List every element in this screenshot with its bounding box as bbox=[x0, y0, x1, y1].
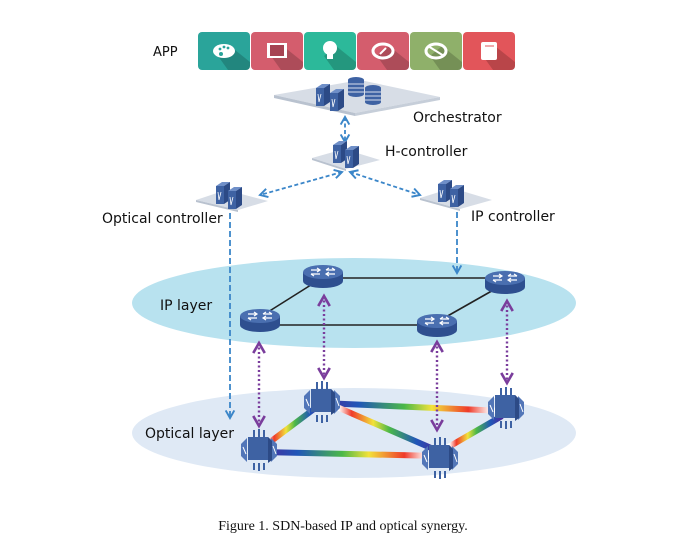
orchestrator-node bbox=[274, 77, 440, 116]
app-tile-film bbox=[251, 32, 303, 70]
hcontroller-ip-link bbox=[348, 169, 422, 198]
notebook-icon bbox=[481, 42, 497, 60]
server-icon bbox=[344, 145, 360, 169]
optical-layer-label: Optical layer bbox=[145, 426, 234, 442]
optical-link bbox=[443, 413, 504, 452]
app-tile-lightbulb bbox=[304, 32, 356, 70]
router-icon bbox=[302, 264, 344, 289]
ip-layer-label: IP layer bbox=[160, 298, 212, 314]
app-tiles bbox=[198, 32, 515, 70]
lightbulb-icon bbox=[323, 41, 337, 59]
optical-link bbox=[261, 449, 441, 459]
app-tile-no-compass bbox=[410, 32, 462, 70]
router-icon bbox=[239, 308, 281, 333]
server-icon bbox=[215, 181, 231, 205]
server-icon bbox=[315, 83, 331, 107]
cross-layer-arrows bbox=[252, 293, 514, 433]
server-icon bbox=[437, 179, 453, 203]
server-icon bbox=[332, 140, 348, 164]
router-icon bbox=[484, 270, 526, 295]
ip-controller-label: IP controller bbox=[471, 209, 555, 225]
server-icon bbox=[449, 184, 465, 208]
figure-caption: Figure 1. SDN-based IP and optical syner… bbox=[218, 519, 468, 534]
optical-link bbox=[328, 401, 440, 454]
hcontroller-optical-link bbox=[258, 168, 344, 199]
server-icon bbox=[227, 186, 243, 210]
database-icon bbox=[348, 77, 381, 105]
h-controller-label: H-controller bbox=[385, 144, 468, 160]
app-tile-compass bbox=[357, 32, 409, 70]
optical-controller-node bbox=[196, 181, 268, 212]
server-icon bbox=[329, 88, 345, 112]
film-icon bbox=[267, 43, 287, 58]
app-label: APP bbox=[153, 45, 178, 60]
ip-controller-node bbox=[420, 179, 492, 211]
router-icon bbox=[416, 313, 458, 338]
palette-icon bbox=[213, 44, 235, 58]
optical-link bbox=[321, 400, 506, 414]
h-controller-node bbox=[312, 140, 380, 171]
app-tile-palette bbox=[198, 32, 250, 70]
app-tile-notebook bbox=[463, 32, 515, 70]
orchestrator-label: Orchestrator bbox=[413, 110, 502, 126]
compass-icon bbox=[371, 42, 395, 60]
optical-controller-label: Optical controller bbox=[102, 211, 223, 227]
no-compass-icon bbox=[424, 42, 448, 60]
optical-links bbox=[260, 400, 506, 459]
